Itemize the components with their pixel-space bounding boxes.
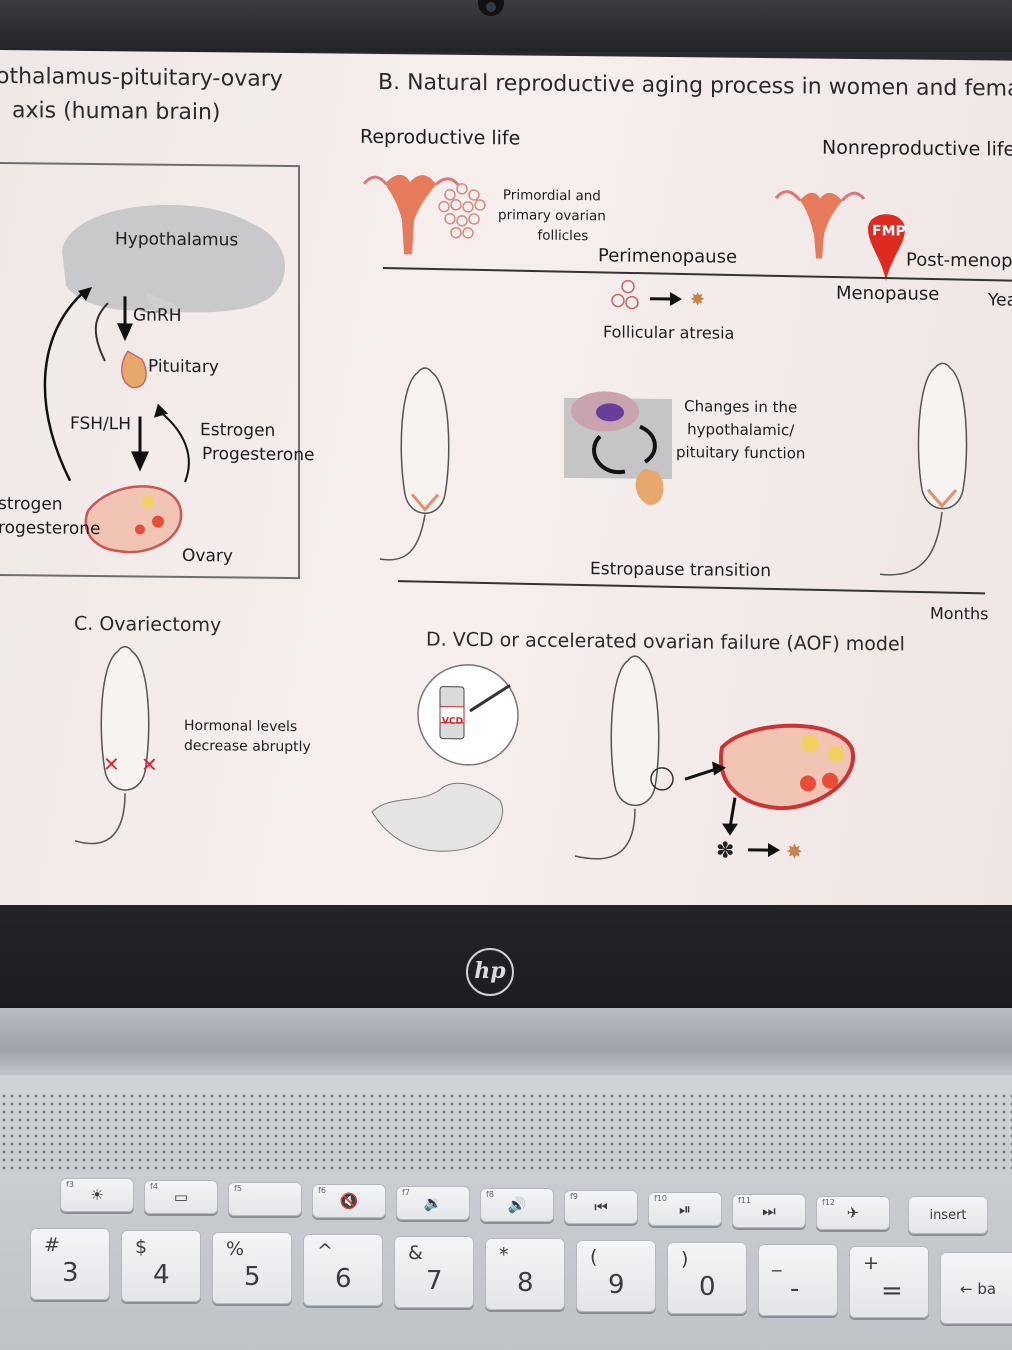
function-key-f11[interactable]: f11⏭	[732, 1194, 806, 1228]
label-vcd-vial: VCD	[442, 716, 464, 727]
number-key-5[interactable]: %5	[212, 1232, 292, 1304]
function-key-f6[interactable]: f6🔇	[312, 1184, 386, 1218]
uterus-icon-nonreproductive	[774, 190, 866, 259]
label-follicular-atresia: Follicular atresia	[603, 322, 735, 343]
pituitary-icon	[121, 350, 147, 389]
label-left-estrogen: strogen	[0, 493, 63, 515]
laptop-hinge	[0, 1008, 1012, 1078]
function-key-f5[interactable]: f5	[228, 1182, 302, 1216]
label-gnrh: GnRH	[133, 305, 182, 326]
hp-logo-icon: hp	[466, 948, 514, 996]
label-reproductive-life: Reproductive life	[360, 125, 521, 150]
svg-text:✽: ✽	[716, 838, 734, 863]
label-follicles: Primordial and primary ovarian follicles	[498, 187, 606, 245]
function-key-f10[interactable]: f10⏯	[648, 1192, 722, 1226]
label-left-progesterone: rogesterone	[0, 517, 101, 540]
label-ovary: Ovary	[182, 545, 233, 567]
backspace-key[interactable]: ← ba	[940, 1252, 1012, 1324]
number-key-=[interactable]: +=	[849, 1246, 929, 1318]
number-key-8[interactable]: *8	[485, 1238, 565, 1310]
brain-function-icon	[564, 391, 672, 505]
label-hypothalamus: Hypothalamus	[115, 229, 239, 251]
function-key-f8[interactable]: f8🔊	[480, 1188, 554, 1222]
label-changes: Changes in the hypothalamic/ pituitary f…	[676, 397, 806, 463]
speaker-grille	[0, 1092, 1012, 1172]
label-fmp: FMP	[872, 223, 906, 240]
label-estropause-transition: Estropause transition	[590, 559, 771, 582]
panel-a-title-line2: axis (human brain)	[12, 98, 221, 126]
ovary-icon-d	[718, 723, 856, 811]
function-key-f9[interactable]: f9⏮	[564, 1190, 638, 1224]
number-key-9[interactable]: (9	[576, 1240, 656, 1312]
fmp-marker-icon	[868, 214, 905, 282]
brain-icon	[62, 204, 285, 313]
follicles-icon	[438, 183, 486, 239]
number-key-6[interactable]: ^6	[303, 1234, 383, 1306]
label-perimenopause: Perimenopause	[598, 245, 738, 268]
vcd-vial-icon	[417, 664, 519, 766]
number-key-3[interactable]: #3	[30, 1228, 110, 1300]
timeline-line-top	[382, 267, 1012, 282]
panel-c-title: C. Ovariectomy	[74, 612, 222, 637]
laptop-screen: ✸ ✕ ✕	[0, 50, 1012, 921]
number-key-7[interactable]: &7	[394, 1236, 474, 1308]
rat-icon-d	[574, 655, 674, 860]
label-fsh-lh: FSH/LH	[70, 413, 132, 435]
label-nonreproductive-life: Nonreproductive life	[822, 136, 1012, 161]
rat-sketch-icon	[371, 782, 504, 852]
function-key-f4[interactable]: f4▭	[144, 1180, 218, 1214]
feedback-arrow-icon	[43, 289, 86, 482]
function-key-f7[interactable]: f7🔉	[396, 1186, 470, 1220]
label-pituitary: Pituitary	[148, 356, 219, 378]
rat-icon-b-left	[379, 367, 450, 561]
svg-text:✸: ✸	[786, 839, 803, 863]
ovary-icon	[84, 485, 183, 554]
function-key-f3[interactable]: f3☀	[60, 1178, 134, 1212]
panel-a-title-line1: othalamus-pituitary-ovary	[0, 63, 283, 92]
svg-text:✕: ✕	[141, 752, 158, 776]
figure-artwork: ✸ ✕ ✕	[43, 174, 1012, 864]
uterus-icon-reproductive	[362, 174, 460, 255]
label-progesterone: Progesterone	[202, 444, 315, 466]
number-key-4[interactable]: $4	[121, 1230, 201, 1302]
label-years: Yea	[988, 290, 1012, 311]
function-key-f12[interactable]: f12✈	[816, 1196, 890, 1230]
label-postmenopause: Post-menopa	[906, 249, 1012, 272]
svg-text:✕: ✕	[103, 752, 120, 776]
webcam-icon	[478, 0, 504, 16]
number-key--[interactable]: _-	[758, 1244, 838, 1316]
rat-icon-c: ✕ ✕	[74, 646, 158, 845]
label-estrogen: Estrogen	[200, 420, 276, 441]
label-hormonal-levels: Hormonal levels decrease abruptly	[184, 717, 311, 756]
label-months: Months	[930, 603, 989, 624]
svg-text:✸: ✸	[690, 289, 705, 310]
atresia-icon: ✸	[611, 279, 705, 310]
timeline-line-bottom	[397, 580, 986, 595]
number-key-0[interactable]: )0	[667, 1242, 747, 1314]
label-menopause: Menopause	[836, 282, 940, 305]
laptop-top-bezel	[0, 0, 1012, 52]
insert-key[interactable]: insert	[908, 1196, 988, 1234]
rat-icon-b-right	[879, 362, 968, 576]
